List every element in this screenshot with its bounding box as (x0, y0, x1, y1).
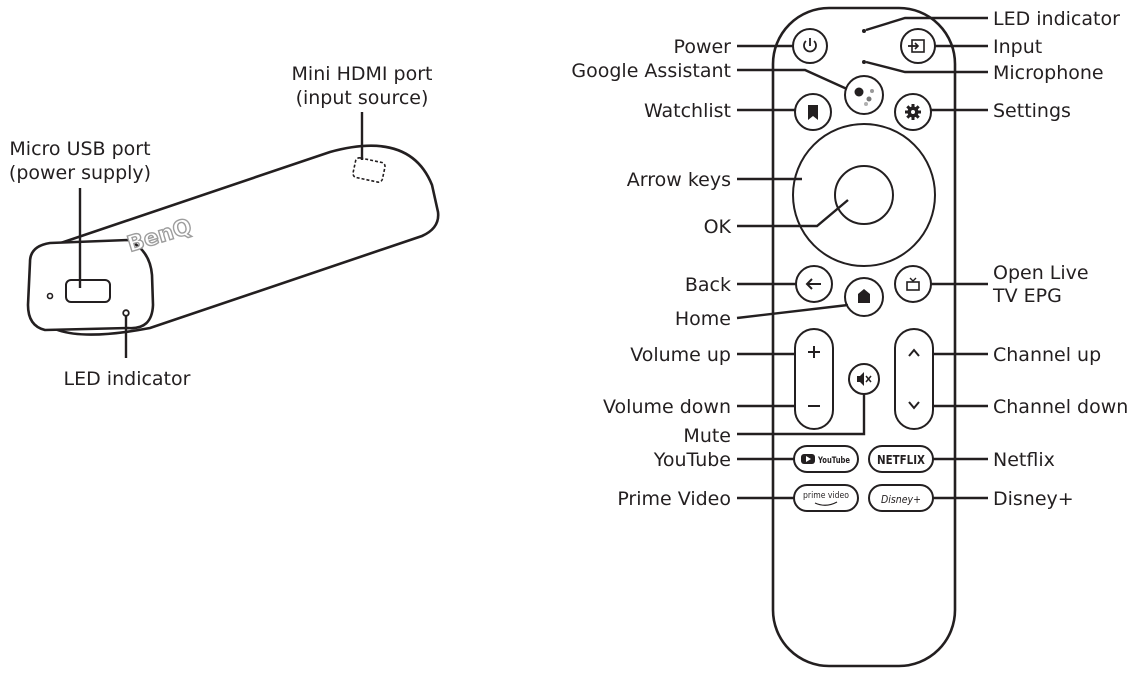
hdmi-label-line1: Mini HDMI port (292, 63, 433, 85)
volume-rocker (794, 328, 834, 430)
microphone-label: Microphone (993, 62, 1104, 84)
mini-hdmi-port (352, 157, 386, 183)
microphone-callout-line (865, 60, 988, 74)
volume-down-label: Volume down (603, 396, 731, 418)
prime-smile-icon (814, 501, 838, 506)
mute-icon (857, 372, 872, 386)
ok-callout-line (737, 199, 849, 228)
netflix-label: Netflix (993, 449, 1055, 471)
usb-label-line1: Micro USB port (9, 138, 150, 160)
volume-up-label: Volume up (630, 344, 731, 366)
input-icon (908, 39, 925, 53)
home-button[interactable] (844, 277, 884, 317)
prime-video-label: Prime Video (617, 488, 731, 510)
chevron-down-icon (908, 401, 920, 410)
disney-plus-button[interactable]: Disney+ (868, 484, 934, 512)
channel-rocker (894, 328, 934, 430)
assistant-callout-line (737, 68, 848, 91)
power-label: Power (674, 36, 732, 58)
channel-up-button[interactable] (897, 333, 931, 373)
youtube-label: YouTube (653, 449, 731, 471)
channel-down-button[interactable] (897, 385, 931, 425)
volume-down-button[interactable] (797, 385, 831, 425)
disney-plus-label: Disney+ (993, 488, 1074, 510)
volume-up-button[interactable] (797, 333, 831, 373)
mute-label: Mute (683, 425, 731, 447)
back-arrow-icon (805, 278, 821, 290)
youtube-logo-text: YouTube (817, 456, 850, 466)
remote-control: YouTube NETFLIX prime video Disney+ (571, 6, 1128, 668)
mute-callout-line (737, 394, 866, 436)
power-button[interactable] (792, 28, 828, 64)
bookmark-icon (808, 105, 818, 120)
remote-led-callout-line (865, 16, 988, 32)
home-callout-line (736, 303, 849, 320)
netflix-button[interactable]: NETFLIX (868, 445, 934, 473)
youtube-button[interactable]: YouTube (793, 445, 859, 473)
home-label: Home (675, 308, 731, 330)
plus-icon (808, 346, 820, 358)
netflix-logo-text: NETFLIX (877, 453, 926, 467)
arrow-keys-label: Arrow keys (627, 169, 731, 191)
channel-down-label: Channel down (993, 396, 1128, 418)
open-live-label-line2: TV EPG (992, 285, 1062, 307)
gear-icon (905, 104, 921, 120)
disney-plus-logo-text: Disney+ (881, 493, 921, 506)
stick-led-label: LED indicator (64, 368, 191, 390)
ok-label: OK (704, 216, 732, 238)
back-button[interactable] (795, 265, 833, 303)
live-tv-button[interactable] (894, 265, 932, 303)
usb-label-line2: (power supply) (9, 162, 151, 184)
chevron-up-icon (908, 348, 920, 357)
watchlist-label: Watchlist (644, 100, 731, 122)
mute-button[interactable] (848, 363, 880, 395)
settings-button[interactable] (894, 93, 932, 131)
remote-led-dot (862, 29, 866, 33)
ok-button[interactable] (834, 165, 894, 225)
settings-label: Settings (993, 100, 1071, 122)
streaming-stick: BenQ Mini HDMI port (input source) Micro… (9, 63, 440, 390)
google-assistant-label: Google Assistant (571, 60, 731, 82)
front-hole (46, 292, 54, 300)
tv-icon (906, 277, 920, 291)
google-assistant-icon (854, 87, 874, 106)
micro-usb-port (65, 279, 111, 303)
hdmi-label-line2: (input source) (296, 87, 429, 109)
watchlist-button[interactable] (794, 93, 832, 131)
google-assistant-button[interactable] (844, 75, 884, 115)
remote-mic-dot (862, 60, 866, 64)
home-icon (858, 289, 870, 303)
open-live-label-line1: Open Live (993, 262, 1089, 284)
channel-up-label: Channel up (993, 344, 1101, 366)
prime-video-button[interactable]: prime video (793, 484, 859, 512)
back-label: Back (685, 274, 731, 296)
power-icon (803, 38, 817, 53)
remote-led-label: LED indicator (993, 8, 1120, 30)
input-button[interactable] (900, 28, 936, 64)
input-label: Input (993, 36, 1042, 58)
prime-video-logo-text: prime video (803, 491, 849, 501)
stick-led-dot (122, 309, 130, 317)
